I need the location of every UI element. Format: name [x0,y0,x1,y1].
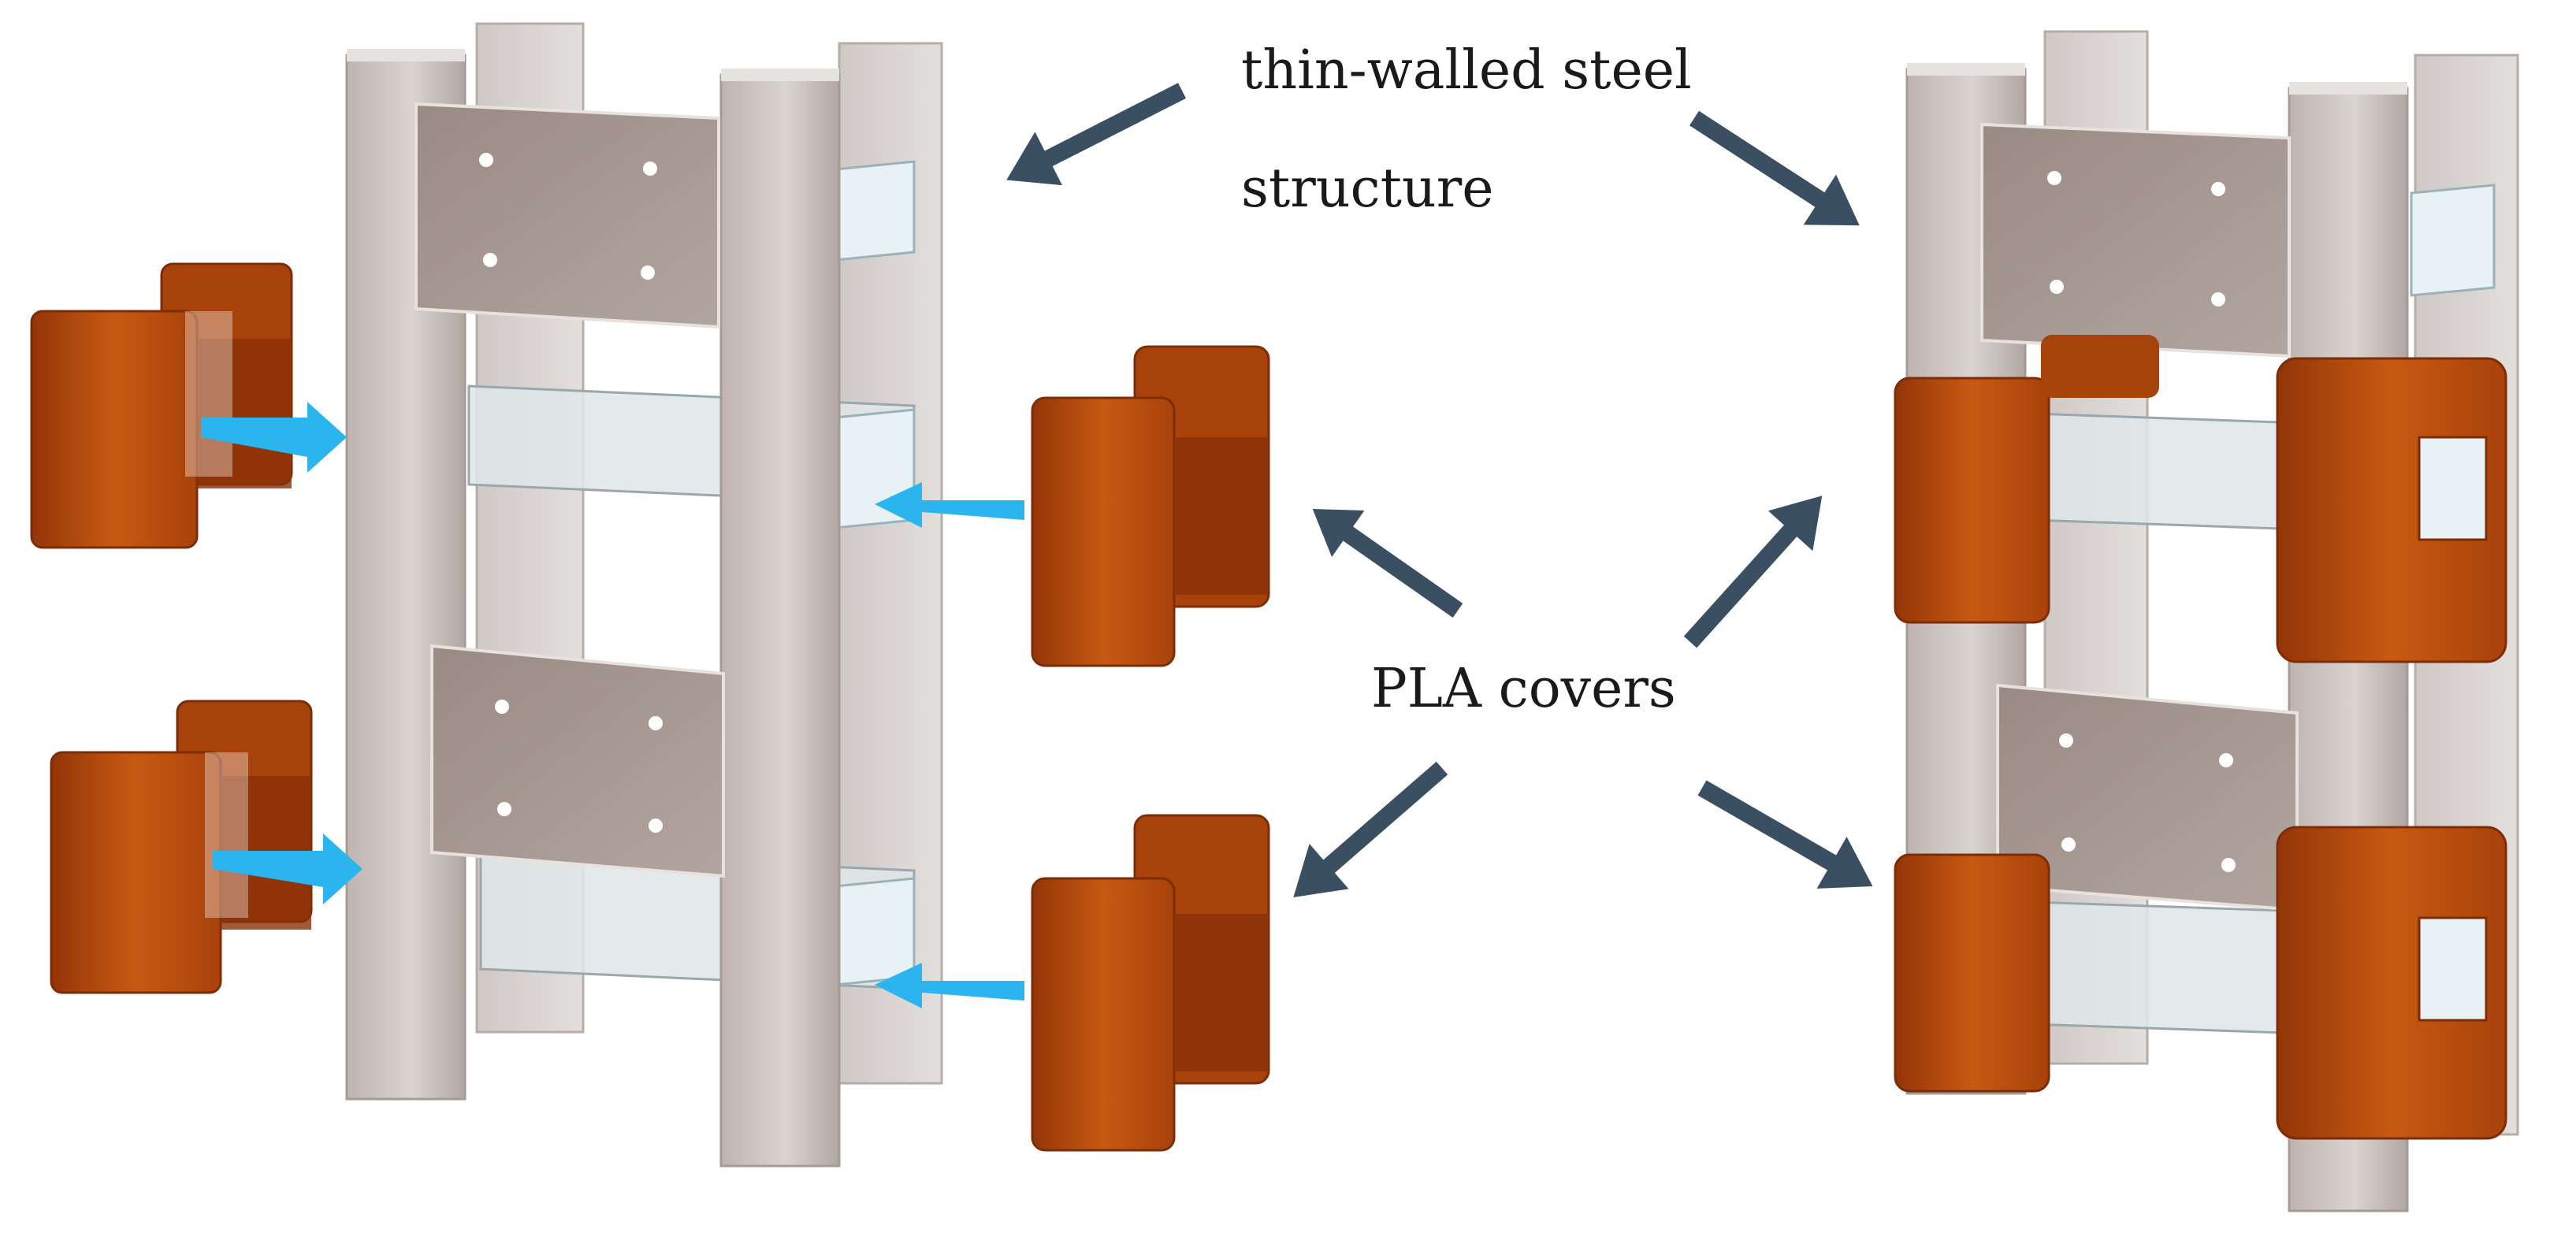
left-bolt-holes [479,153,663,833]
pla-cover-middle-bottom [1031,814,1270,1152]
left-lower-plate [430,644,725,878]
label-steel-line1: thin-walled steel [1241,39,1692,102]
left-upper-box [834,160,916,262]
label-pla-covers: PLA covers [1371,658,1676,720]
insert-arrow-mid-bottom [875,963,1024,1008]
loose-pla-covers [30,262,1270,1152]
left-front-column-2-cap [721,69,839,81]
pointer-arrows [1006,83,1873,898]
mounted-pla-covers [1894,335,2507,1140]
arrow-to-right-structure-top [1689,110,1860,226]
pla-cover-middle-top [1031,345,1270,667]
arrow-to-middle-cover-top [1312,508,1463,618]
mounted-cover-upper-left [1894,377,2050,624]
right-steel-structure [1894,30,2519,1212]
left-front-column-2 [719,73,841,1168]
mounted-cover-lower-left [1894,853,2050,1093]
left-upper-plate [414,102,720,329]
right-front-column-1-cap [1907,63,2025,76]
insert-arrow-left-bottom [213,834,362,904]
right-upper-plate [1980,122,2291,358]
insert-arrows [201,402,1024,1008]
arrow-to-right-structure-upper [1683,496,1823,648]
mounted-cover-lower-right [2276,826,2507,1140]
arrow-to-middle-cover-bottom [1293,761,1448,898]
mounted-cover-lower-right-window [2418,916,2488,1022]
pla-cover-left-bottom [50,700,313,994]
mounted-cover-upper-right [2276,357,2507,663]
right-front-column-2-cap [2289,82,2407,95]
label-steel-line2: structure [1241,158,1493,220]
mounted-cover-upper-right-window [2418,436,2488,541]
mounted-cover-upper-left-back [2041,335,2159,398]
arrow-to-right-structure-lower [1697,780,1873,889]
arrow-to-left-structure-top [1006,83,1186,186]
left-steel-structure [345,22,943,1168]
insert-arrow-mid-top [875,482,1024,528]
insert-arrow-left-top [201,402,347,473]
left-lower-box [834,877,916,986]
right-upper-box [2410,184,2496,297]
right-bolt-holes [2047,171,2236,872]
pla-cover-left-top [30,262,293,549]
left-front-column-1-cap [347,49,465,61]
